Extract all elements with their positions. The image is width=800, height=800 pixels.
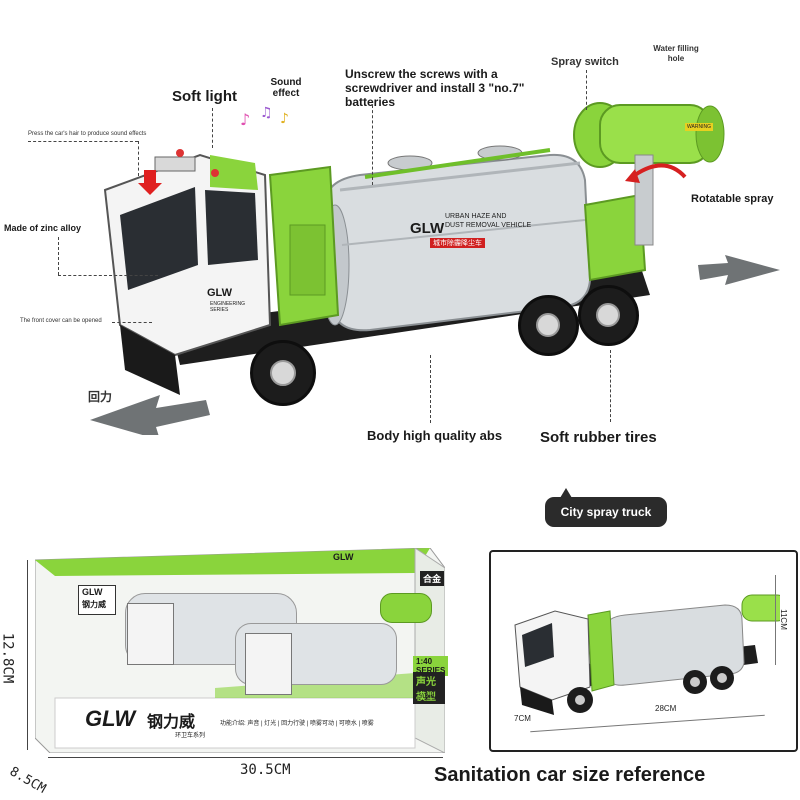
label-rubber-tires: Soft rubber tires [540, 429, 657, 446]
cab-text-line2: SERIES [210, 307, 229, 313]
box-width-label: 30.5CM [240, 762, 291, 778]
leader-zinc-v [58, 237, 59, 275]
front-wheel [250, 340, 316, 406]
cab-text-line1: ENGINEERING [210, 301, 246, 307]
label-unscrew: Unscrew the screws with a screwdriver an… [345, 67, 525, 109]
leader-zinc [58, 275, 158, 276]
box-depth-label: 8.5CM [6, 764, 49, 797]
label-body-abs: Body high quality abs [367, 428, 503, 443]
label-water-filling-hole: Water filling hole [653, 44, 699, 63]
box-truck-front-cannon [380, 593, 432, 623]
leader-front-cover [112, 322, 152, 323]
box-truck-back-cab [127, 603, 174, 665]
box-scale: 1:40 SERIES [413, 656, 449, 676]
label-sound-effect: Sound effect [270, 77, 302, 99]
box-logo-brand: GLW [82, 587, 103, 597]
box-logo [78, 585, 116, 615]
hero-truck-illustration: ♪ ♫ ♪ GLW URBAN HAZE AND DUST REMOVAL VE… [80, 95, 780, 440]
reference-height-line [775, 575, 776, 665]
svg-text:♪: ♪ [280, 111, 289, 127]
package-box: GLW GLW 钢力威 合金 1:40 SERIES 声光模型 REALISTI… [34, 547, 449, 754]
reference-truck [510, 575, 788, 725]
leader-spray-switch [586, 70, 587, 110]
box-bottom-cn: 钢力威 [147, 714, 196, 731]
label-spray-switch: Spray switch [551, 56, 619, 68]
rear-wheel-1 [518, 295, 579, 356]
reference-height-label: 11CM [778, 609, 788, 630]
box-model-cn: 声光模型 [413, 672, 445, 704]
label-soft-light: Soft light [172, 88, 237, 105]
leader-press-hair [28, 141, 138, 142]
reference-truck-drawing [514, 594, 788, 715]
reference-width-label: 7CM [514, 714, 531, 723]
leader-rubber-tires [610, 350, 611, 422]
svg-text:♫: ♫ [260, 105, 273, 121]
cab-brand: GLW [207, 287, 233, 299]
label-pullback: 回力 [88, 390, 113, 404]
tank-text-line2: DUST REMOVAL VEHICLE [445, 222, 532, 229]
size-reference-frame [489, 550, 798, 752]
leader-soft-light [212, 108, 213, 148]
box-series-cn: 环卫车系列 [175, 733, 206, 739]
tank-text-line1: URBAN HAZE AND [445, 213, 507, 220]
label-press-hair: Press the car's hair to produce sound ef… [28, 131, 147, 137]
box-features-cn: 功能介绍: 声音 | 灯光 | 回力行驶 | 喷雾可动 | 可喷水 | 喷雾 [220, 721, 374, 727]
label-rotatable-spray: Rotatable spray [691, 193, 774, 205]
box-logo-cn: 钢力威 [82, 600, 106, 609]
badge-pointer [560, 488, 572, 498]
tank-text-cn: 城市除霾降尘车 [430, 238, 485, 248]
rear-wheel-2 [578, 285, 639, 346]
size-reference-title: Sanitation car size reference [434, 764, 706, 786]
reference-length-label: 28CM [655, 704, 677, 713]
box-height-line [27, 560, 28, 750]
label-front-cover: The front cover can be opened [20, 318, 102, 324]
box-top-brand: GLW [333, 552, 354, 562]
box-side-tag: 合金 [420, 571, 445, 586]
leader-body-abs [430, 355, 431, 423]
box-height-label: 12.8CM [0, 632, 16, 684]
svg-text:♪: ♪ [240, 110, 250, 129]
box-bottom-brand: GLW [85, 706, 136, 731]
box-truck-front-cab [245, 633, 292, 695]
city-spray-truck-badge: City spray truck [545, 497, 667, 527]
leader-unscrew [372, 105, 373, 185]
leader-press-hair-v [138, 141, 139, 176]
box-width-line [48, 757, 443, 758]
label-zinc-alloy: Made of zinc alloy [4, 223, 82, 233]
warning-plate: WARNING [685, 123, 713, 131]
city-spray-truck-label: City spray truck [560, 505, 652, 519]
box-model-en: REALISTIC STYLING [413, 688, 439, 700]
tank-brand: GLW [410, 220, 445, 237]
